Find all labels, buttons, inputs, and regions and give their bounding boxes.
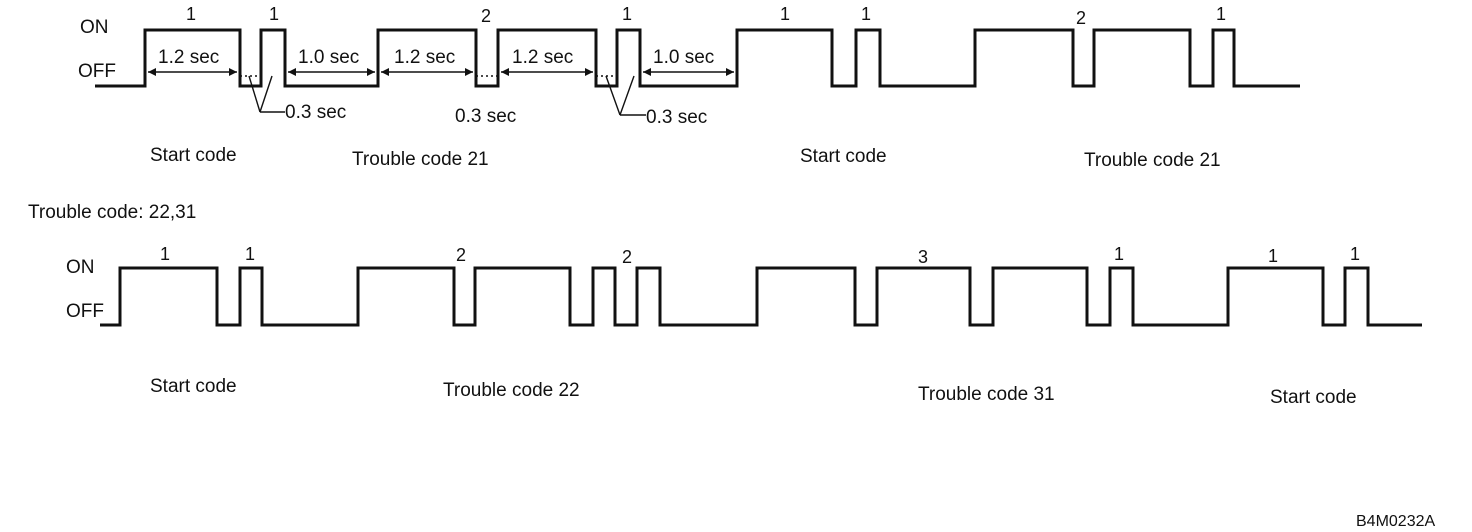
pulse-number: 1: [1114, 244, 1124, 264]
duration-arrow: [381, 68, 473, 76]
pulse-number: 3: [918, 247, 928, 267]
on-label-top: ON: [80, 17, 109, 38]
off-label-bottom: OFF: [66, 301, 104, 322]
duration-arrow: [288, 68, 375, 76]
duration-label: 1.2 sec: [158, 47, 219, 68]
group-label: Trouble code 31: [918, 384, 1055, 405]
duration-label: 1.0 sec: [653, 47, 714, 68]
section-title: Trouble code: 22,31: [28, 202, 196, 223]
duration-arrow: [148, 68, 237, 76]
pulse-number: 1: [186, 4, 196, 24]
group-label: Start code: [800, 146, 887, 167]
pulse-number: 1: [780, 4, 790, 24]
group-label: Trouble code 21: [1084, 150, 1221, 171]
pulse-number: 1: [1350, 244, 1360, 264]
group-label: Trouble code 21: [352, 149, 489, 170]
group-label: Start code: [150, 376, 237, 397]
gap-pointer: [240, 75, 285, 113]
duration-label: 1.2 sec: [512, 47, 573, 68]
off-label-top: OFF: [78, 61, 116, 82]
duration-label: 1.2 sec: [394, 47, 455, 68]
duration-arrow: [501, 68, 593, 76]
signal-waveform-top: [95, 28, 1300, 88]
pulse-number: 1: [861, 4, 871, 24]
gap-label: 0.3 sec: [455, 106, 516, 127]
pulse-number: 2: [622, 247, 632, 267]
figure-id: B4M0232A: [1356, 513, 1435, 530]
pulse-number: 1: [1216, 4, 1226, 24]
pulse-number: 2: [456, 245, 466, 265]
on-label-bottom: ON: [66, 257, 95, 278]
group-label: Trouble code 22: [443, 380, 580, 401]
pulse-number: 1: [1268, 246, 1278, 266]
pulse-number: 2: [481, 6, 491, 26]
gap-label: 0.3 sec: [285, 102, 346, 123]
signal-waveform-bottom: [100, 266, 1422, 327]
pulse-number: 2: [1076, 8, 1086, 28]
group-label: Start code: [150, 145, 237, 166]
duration-label: 1.0 sec: [298, 47, 359, 68]
gap-label: 0.3 sec: [646, 107, 707, 128]
duration-arrow: [643, 68, 734, 76]
pulse-number: 1: [245, 244, 255, 264]
pulse-number: 1: [160, 244, 170, 264]
pulse-number: 1: [269, 4, 279, 24]
group-label: Start code: [1270, 387, 1357, 408]
gap-pointer: [596, 75, 646, 116]
pulse-number: 1: [622, 4, 632, 24]
